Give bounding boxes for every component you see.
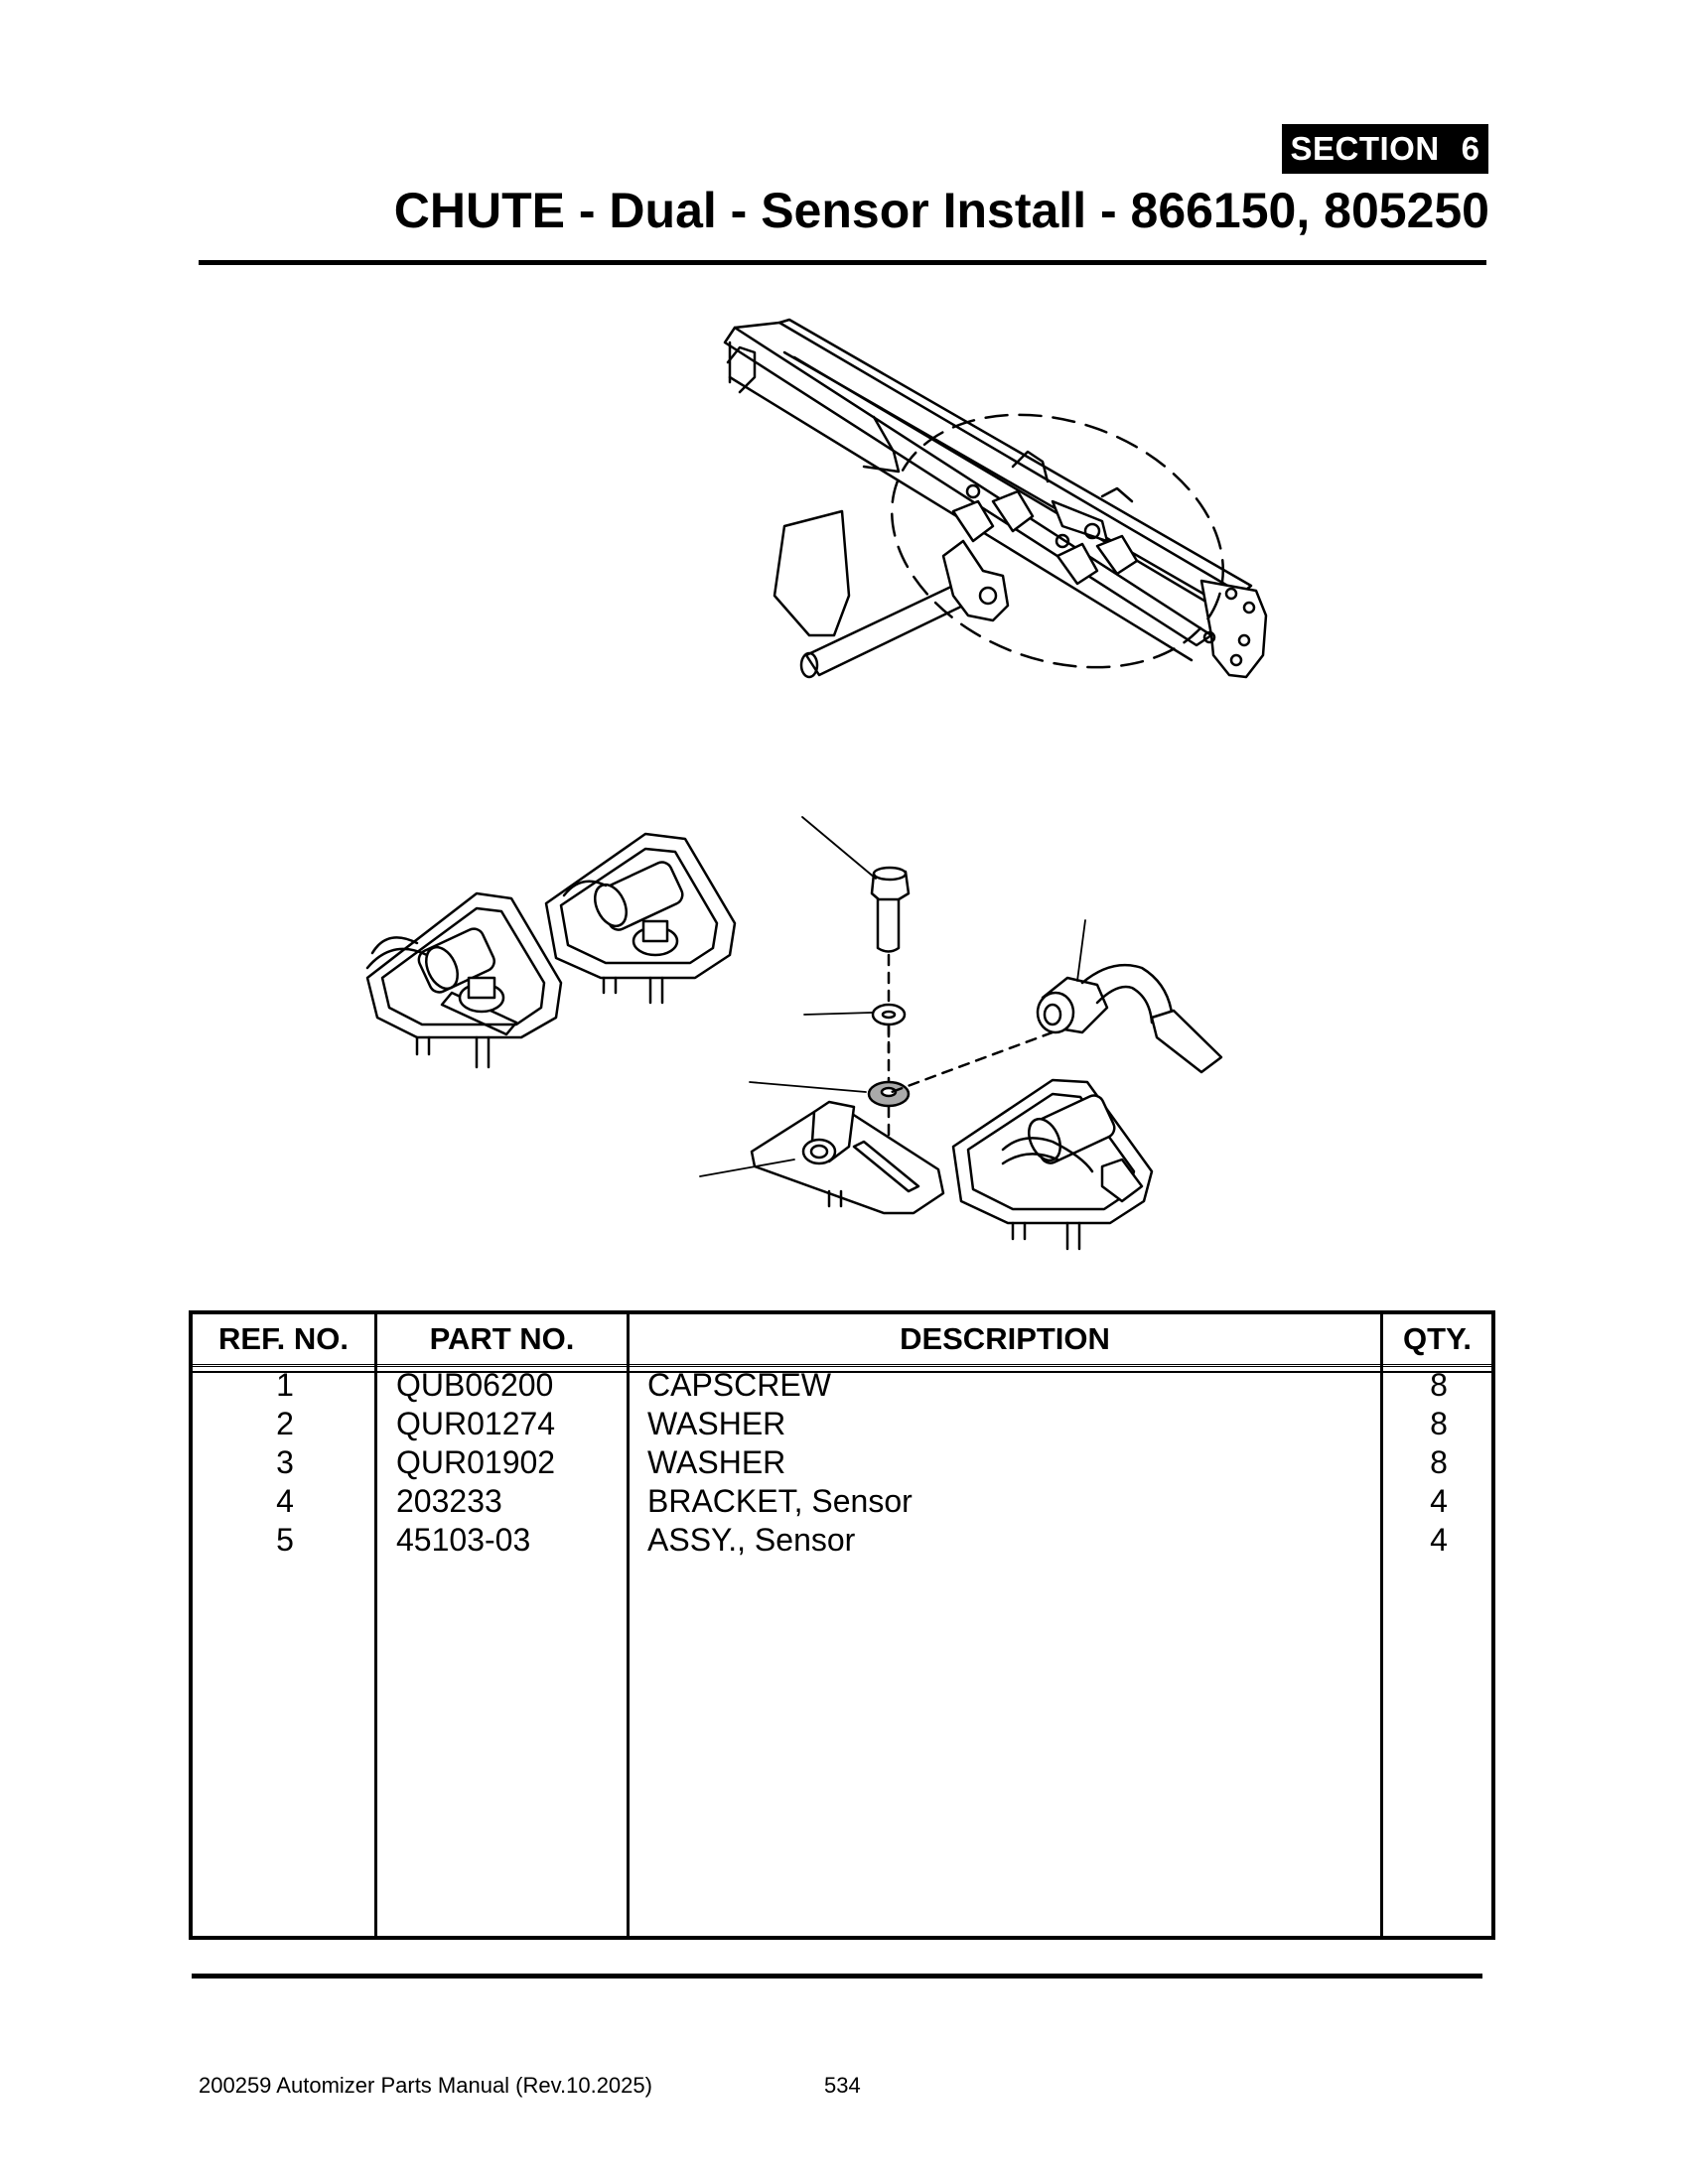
- bracket-assembled-right: [951, 1078, 1154, 1251]
- table-row: 1 QUB06200 CAPSCREW 8: [193, 1366, 1491, 1405]
- page-number: 534: [824, 2073, 861, 2098]
- qty-cell: 4: [1430, 1483, 1448, 1519]
- part-no-cell: QUR01902: [396, 1444, 556, 1480]
- part-no-cell: 45103-03: [396, 1522, 531, 1558]
- lock-washer-part: [871, 1003, 907, 1084]
- header-part-no: PART NO.: [429, 1321, 575, 1356]
- ref-no-cell: 3: [276, 1444, 294, 1480]
- description-cell: ASSY., Sensor: [647, 1522, 856, 1558]
- section-badge: SECTION 6: [1282, 124, 1488, 174]
- ref-no-cell: 5: [276, 1522, 294, 1558]
- sensor-bracket-part: [750, 1100, 945, 1215]
- column-divider: [1380, 1314, 1383, 1936]
- part-no-cell: 203233: [396, 1483, 502, 1519]
- table-header: REF. NO. PART NO. DESCRIPTION QTY.: [193, 1314, 1491, 1373]
- ref-no-cell: 2: [276, 1406, 294, 1441]
- footer-rule: [192, 1974, 1482, 1979]
- parts-table: REF. NO. PART NO. DESCRIPTION QTY. 1 QUB…: [189, 1310, 1495, 1940]
- description-cell: CAPSCREW: [647, 1367, 831, 1403]
- section-label: SECTION: [1290, 130, 1440, 167]
- bracket-assembled-middle: [544, 832, 737, 1005]
- column-divider: [374, 1314, 377, 1936]
- title-rule: [199, 260, 1486, 265]
- bracket-assembled-left: [365, 891, 563, 1069]
- part-no-cell: QUB06200: [396, 1367, 554, 1403]
- table-row: 5 45103-03 ASSY., Sensor 4: [193, 1521, 1491, 1560]
- part-no-cell: QUR01274: [396, 1406, 556, 1441]
- section-number: 6: [1461, 130, 1480, 167]
- description-cell: BRACKET, Sensor: [647, 1483, 913, 1519]
- flat-washer-part: [867, 1080, 911, 1168]
- description-cell: WASHER: [647, 1444, 786, 1480]
- table-row: 2 QUR01274 WASHER 8: [193, 1405, 1491, 1443]
- table-row: 4 203233 BRACKET, Sensor 4: [193, 1482, 1491, 1521]
- qty-cell: 8: [1430, 1367, 1448, 1403]
- ref-no-cell: 1: [276, 1367, 294, 1403]
- capscrew-part: [870, 866, 911, 1054]
- sensor-assembly-part: [890, 963, 1223, 1094]
- parts-diagram: [365, 318, 1268, 1251]
- header-description: DESCRIPTION: [900, 1321, 1110, 1356]
- column-divider: [627, 1314, 630, 1936]
- manual-reference: 200259 Automizer Parts Manual (Rev.10.20…: [199, 2073, 652, 2098]
- header-ref-no: REF. NO.: [218, 1321, 349, 1356]
- ref-no-cell: 4: [276, 1483, 294, 1519]
- qty-cell: 4: [1430, 1522, 1448, 1558]
- page-title: CHUTE - Dual - Sensor Install - 866150, …: [393, 183, 1489, 238]
- qty-cell: 8: [1430, 1406, 1448, 1441]
- table-row: 3 QUR01902 WASHER 8: [193, 1443, 1491, 1482]
- description-cell: WASHER: [647, 1406, 786, 1441]
- qty-cell: 8: [1430, 1444, 1448, 1480]
- header-qty: QTY.: [1403, 1321, 1472, 1356]
- chute-frame-overview: [723, 318, 1268, 679]
- leader-lines: [699, 816, 1086, 1177]
